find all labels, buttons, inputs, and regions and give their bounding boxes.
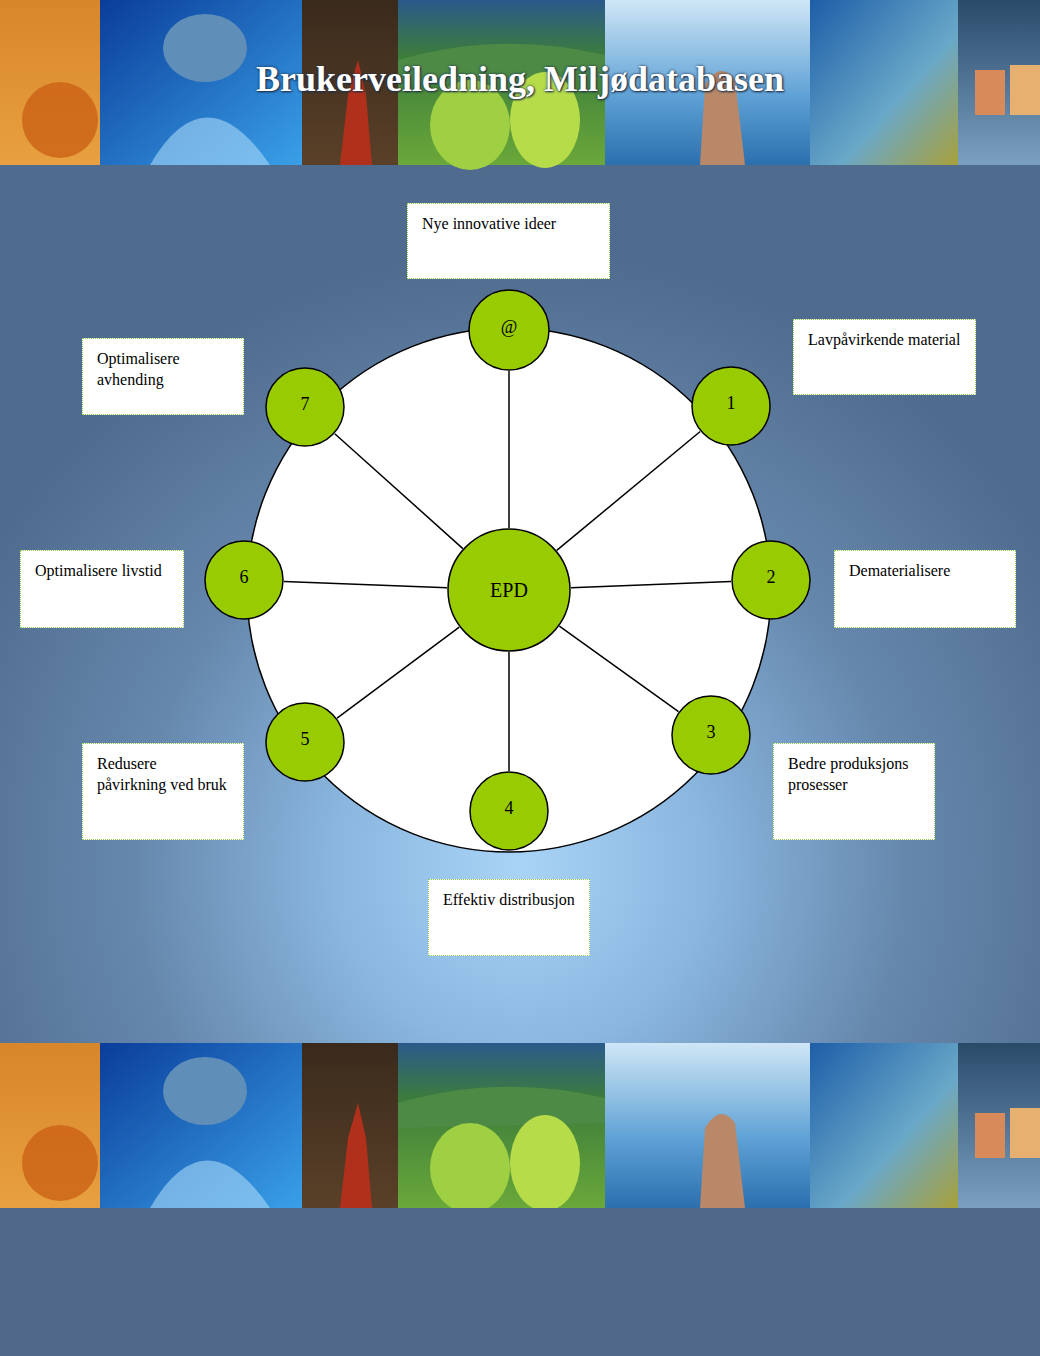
circle-shape (205, 541, 283, 619)
spoke-stroke (571, 582, 731, 588)
circle-shape (266, 703, 344, 781)
step-circle: 3 (671, 695, 751, 775)
step-circle: 4 (469, 771, 549, 851)
circle-shape (469, 290, 549, 370)
spoke-stroke (557, 432, 700, 551)
box-label: Optimalisere avhending (97, 349, 229, 391)
circle-shape (448, 529, 570, 651)
step-circle: @ (468, 289, 550, 371)
idea-box: Lavpåvirkende material (793, 319, 976, 395)
idea-box: Redusere påvirkning ved bruk (82, 743, 244, 840)
spoke-line (557, 432, 700, 551)
box-label: Effektiv distribusjon (443, 890, 575, 911)
circle-shape (672, 696, 750, 774)
idea-box: Dematerialisere (834, 550, 1016, 628)
idea-box: Effektiv distribusjon (428, 879, 590, 956)
spoke-line (571, 582, 731, 588)
center-circle: EPD (447, 528, 571, 652)
circle-label: 5 (301, 729, 310, 750)
step-circle: 2 (731, 540, 811, 620)
spoke-stroke (508, 652, 510, 771)
circle-label: @ (501, 317, 518, 338)
circle-label: 6 (240, 567, 249, 588)
spoke-line (559, 626, 678, 712)
spoke-stroke (508, 371, 510, 528)
step-circle: 7 (265, 367, 345, 447)
spoke-stroke (337, 627, 459, 718)
circle-shape (732, 541, 810, 619)
spoke-stroke (335, 434, 463, 549)
box-label: Optimalisere livstid (35, 561, 169, 582)
circle-label: 4 (505, 798, 514, 819)
idea-box: Nye innovative ideer (407, 203, 610, 279)
step-circle: 5 (265, 702, 345, 782)
step-circle: 1 (691, 366, 771, 446)
circle-label: 2 (767, 567, 776, 588)
box-label: Dematerialisere (849, 561, 1001, 582)
page-title: Brukerveiledning, Miljødatabasen (0, 58, 1040, 100)
circle-label: 3 (707, 722, 716, 743)
idea-box: Optimalisere livstid (20, 550, 184, 628)
box-label: Lavpåvirkende material (808, 330, 961, 351)
circle-shape (470, 772, 548, 850)
spoke-line (337, 627, 459, 718)
spoke-line (509, 371, 510, 528)
spoke-line (284, 582, 447, 588)
box-label: Bedre produksjons prosesser (788, 754, 920, 796)
spoke-stroke (284, 582, 447, 588)
box-label: Redusere påvirkning ved bruk (97, 754, 229, 796)
step-circle: 6 (204, 540, 284, 620)
spoke-line (509, 652, 510, 771)
idea-box: Optimalisere avhending (82, 338, 244, 415)
spoke-line (335, 434, 463, 549)
circle-label: EPD (490, 579, 528, 602)
spoke-stroke (559, 626, 678, 712)
circle-shape (692, 367, 770, 445)
box-label: Nye innovative ideer (422, 214, 595, 235)
idea-box: Bedre produksjons prosesser (773, 743, 935, 840)
circle-shape (266, 368, 344, 446)
circle-label: 7 (301, 394, 310, 415)
circle-label: 1 (727, 393, 736, 414)
